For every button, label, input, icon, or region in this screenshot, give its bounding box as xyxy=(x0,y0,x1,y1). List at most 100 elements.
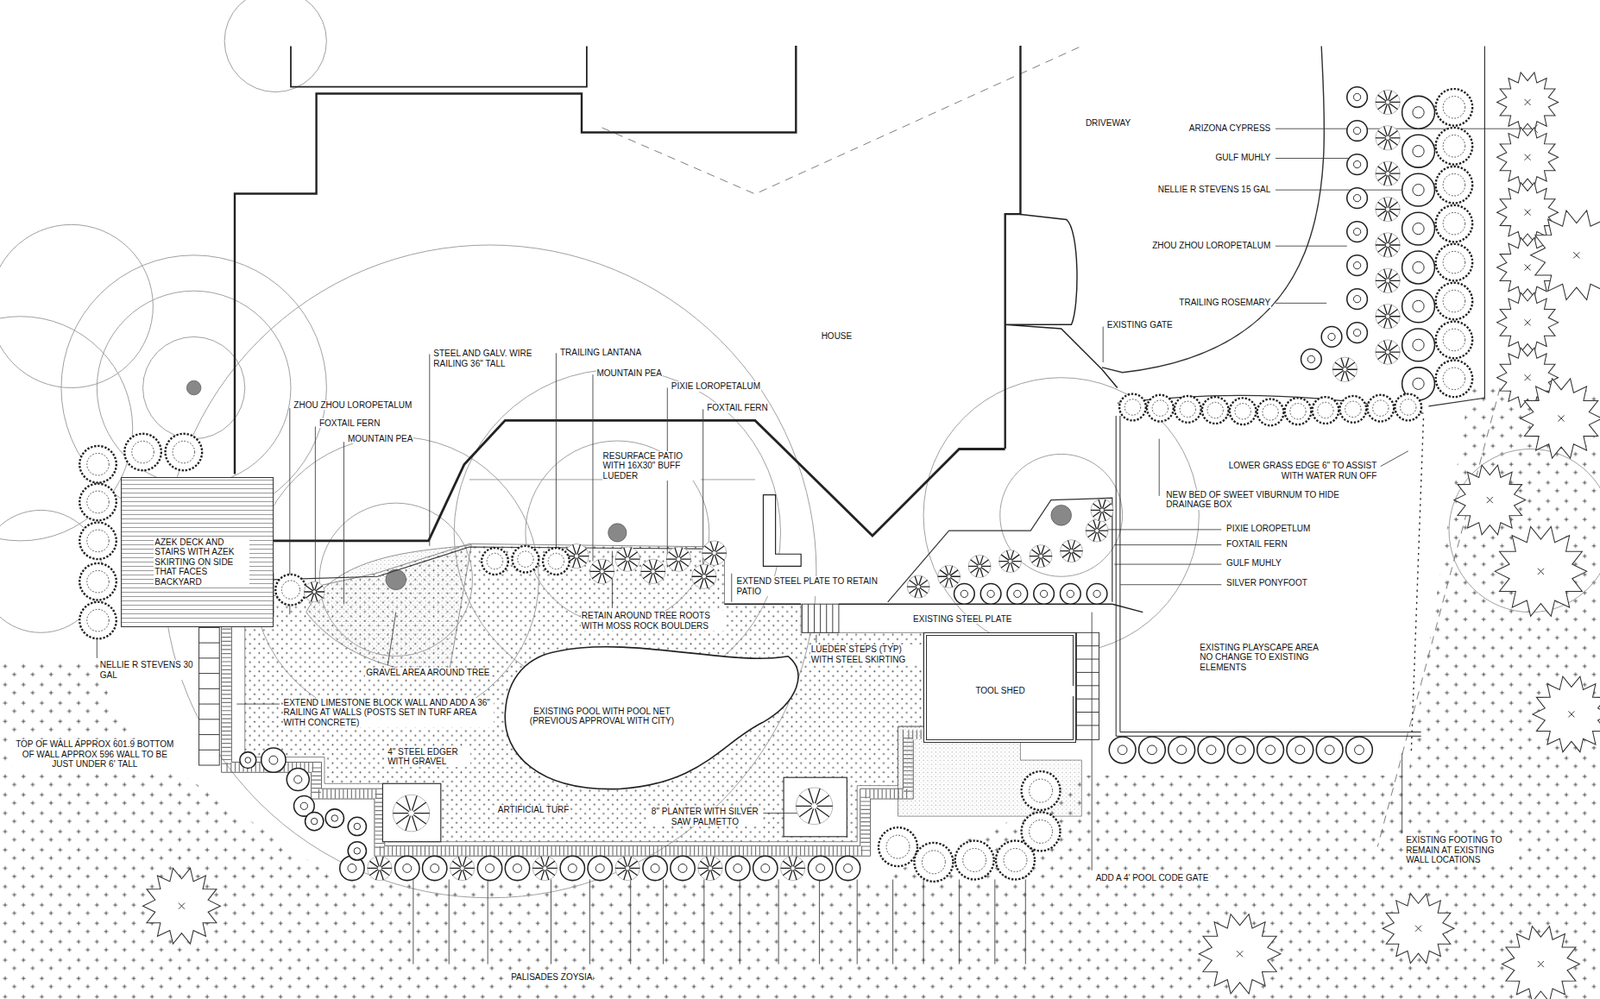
shrub-symbol xyxy=(807,856,832,881)
shrub-symbol xyxy=(1375,233,1400,258)
outline-path xyxy=(504,646,799,789)
shrub-symbol xyxy=(641,559,666,584)
leader-lines xyxy=(96,124,1538,964)
leader xyxy=(730,573,732,603)
bed-edge xyxy=(1117,45,1486,414)
shrub-symbol xyxy=(261,748,286,773)
shrub-symbol xyxy=(1227,737,1254,764)
leader xyxy=(1100,529,1223,530)
shrub-symbol xyxy=(1312,396,1340,424)
shrub-symbol xyxy=(532,856,557,881)
shrub-symbol xyxy=(392,794,430,832)
shrub-symbol xyxy=(1257,399,1285,427)
shrub-center xyxy=(678,863,687,873)
shrub-inner xyxy=(1442,173,1466,196)
shrub-spokes xyxy=(1085,520,1109,542)
tree-symbol xyxy=(1497,72,1559,133)
deck-box: AZEK DECK AND STAIRS WITH AZEK SKIRTING … xyxy=(120,477,274,628)
shrub-spokes xyxy=(392,795,430,831)
plan-callout: TRAILING ROSEMARY xyxy=(1177,297,1272,309)
shrub-spokes xyxy=(641,560,666,584)
plan-callout: EXISTING GATE xyxy=(1106,320,1174,331)
plan-callout: EXISTING FOOTING TO REMAIN AT EXISTING W… xyxy=(1404,835,1519,866)
shrub-center xyxy=(1412,339,1424,351)
shrub-inner xyxy=(87,529,110,553)
leader xyxy=(387,612,396,666)
shrub-symbol xyxy=(79,602,117,640)
tree-center xyxy=(1558,415,1565,422)
tree-symbol xyxy=(1198,914,1281,995)
shrub-center xyxy=(513,863,523,873)
leader xyxy=(1102,327,1104,363)
shrub-symbol xyxy=(795,787,833,826)
shrub-inner xyxy=(1207,402,1223,418)
shrub-inner xyxy=(87,609,110,632)
plan-callout: PIXIE LOROPETLUM xyxy=(1225,523,1311,535)
shrub-center xyxy=(1412,107,1424,119)
shrub-symbol xyxy=(449,856,474,881)
shrub-symbol xyxy=(1436,127,1474,165)
shrub-symbol xyxy=(1090,498,1114,522)
shrub-symbol xyxy=(878,827,918,867)
shrub-symbol xyxy=(1436,321,1474,360)
shrub-symbol xyxy=(1168,737,1196,764)
leader xyxy=(343,441,345,605)
planter xyxy=(382,783,441,842)
leader xyxy=(96,640,98,659)
canopy xyxy=(0,316,133,542)
pool-outline: EXISTING POOL WITH POOL NET (PREVIOUS AP… xyxy=(497,641,804,793)
leader xyxy=(1275,157,1358,159)
shrub-symbol xyxy=(1301,349,1323,371)
shrub-symbol xyxy=(955,841,995,881)
plan-callout: DRIVEWAY xyxy=(1084,118,1132,129)
shrub-center xyxy=(1147,745,1158,756)
shrub-inner xyxy=(1234,403,1251,419)
shrub-inner xyxy=(172,440,196,464)
leader xyxy=(815,635,817,643)
leader xyxy=(1114,564,1222,566)
shrub-inner xyxy=(1345,401,1361,417)
plan-callout: ZHOU ZHOU LOROPETALUM xyxy=(292,400,413,411)
leader xyxy=(611,551,613,609)
shrub-inner xyxy=(1124,399,1141,416)
shrub-symbol xyxy=(1402,212,1436,246)
shrub-symbol xyxy=(1085,519,1109,542)
shrub-center xyxy=(761,863,770,873)
tree-center xyxy=(178,903,185,910)
shrub-symbol xyxy=(560,856,585,881)
plan-callout: TOP OF WALL APPROX 601.9 BOTTOM OF WALL … xyxy=(12,739,177,770)
shrub-center xyxy=(1353,262,1361,270)
shrub-symbol xyxy=(477,856,502,881)
shrub-inner xyxy=(1317,402,1334,418)
tree-symbol xyxy=(1520,378,1600,459)
planter xyxy=(783,777,847,838)
plan-callout: ARIZONA CYPRESS xyxy=(1188,123,1272,134)
tree-center xyxy=(1524,319,1531,326)
shrub-center xyxy=(294,775,303,784)
plan-callout: ARTIFICIAL TURF xyxy=(497,805,571,816)
shrub-center xyxy=(1353,126,1361,134)
shrub-symbol xyxy=(968,554,991,578)
shrub-symbol xyxy=(1366,395,1394,423)
shrub-symbol xyxy=(587,856,612,881)
house-outline: HOUSE xyxy=(234,45,1021,475)
shrub-symbol xyxy=(1436,244,1474,282)
shrub-symbol xyxy=(79,522,117,561)
shrub-center xyxy=(269,755,278,765)
shrub-symbol xyxy=(938,565,961,588)
shape-outline xyxy=(234,45,1021,475)
tree-symbol xyxy=(1530,210,1600,301)
shrub-inner xyxy=(1442,135,1466,158)
shrub-symbol xyxy=(753,856,778,881)
plan-callout: MOUNTAIN PEA xyxy=(596,368,663,379)
tree-symbol xyxy=(143,868,221,945)
bed-outline xyxy=(888,497,1113,603)
shrub-symbol xyxy=(1347,87,1368,108)
shrub-center xyxy=(1353,160,1361,168)
shrub-center xyxy=(1412,222,1424,234)
shrub-symbol xyxy=(1332,357,1357,382)
shrub-symbol xyxy=(1146,395,1174,423)
shrub-inner xyxy=(1442,328,1466,352)
shrub-symbol xyxy=(999,550,1022,574)
